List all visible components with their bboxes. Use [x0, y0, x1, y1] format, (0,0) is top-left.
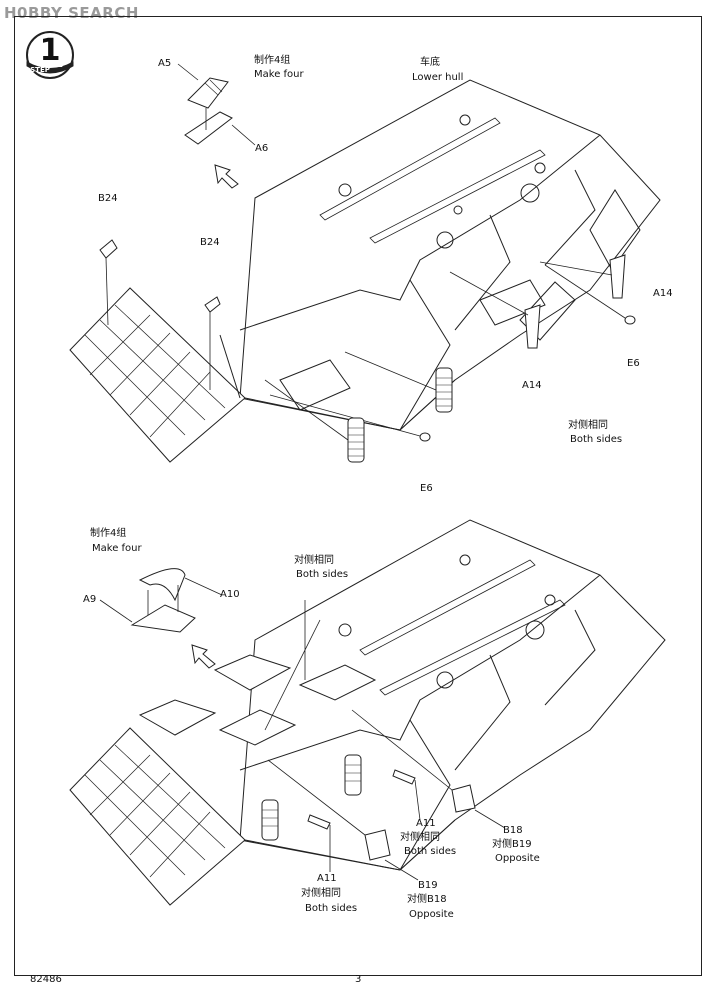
- watermark-logo: H0BBY SEARCH: [4, 4, 139, 22]
- label-a11-right: A11: [416, 818, 436, 829]
- step-badge: 1 STEP: [26, 31, 74, 79]
- label-e6-right: E6: [627, 358, 640, 369]
- step-number: 1: [40, 33, 61, 68]
- label-lower-hull-en: Lower hull: [412, 72, 464, 83]
- label-both-sides-en-1: Both sides: [570, 434, 623, 445]
- label-both-sides-cn-1: 对侧相同: [568, 420, 608, 431]
- product-code: 82486: [30, 974, 62, 985]
- label-b19: B19: [418, 880, 438, 891]
- label-opposite-b19-cn: 对侧B19: [492, 839, 532, 850]
- parts-top: [99, 63, 636, 463]
- label-opposite-1: Opposite: [495, 853, 540, 864]
- label-a14-right: A14: [653, 288, 673, 299]
- label-both-sides-cn-4: 对侧相同: [301, 888, 341, 899]
- lower-hull-top: [69, 79, 661, 463]
- label-both-sides-en-4: Both sides: [305, 903, 358, 914]
- label-b24-left: B24: [98, 193, 118, 204]
- page-frame: [14, 16, 702, 976]
- label-e6-bottom: E6: [420, 483, 433, 494]
- label-opposite-2: Opposite: [409, 909, 454, 920]
- label-a6: A6: [255, 143, 269, 154]
- label-b24-mid: B24: [200, 237, 220, 248]
- label-make-four-cn-2: 制作4组: [90, 528, 127, 539]
- label-opposite-b18-cn: 对侧B18: [407, 894, 447, 905]
- label-both-sides-cn-2: 对侧相同: [294, 555, 334, 566]
- label-both-sides-en-2: Both sides: [296, 569, 349, 580]
- label-a11-left: A11: [317, 873, 337, 884]
- direction-arrow: [214, 164, 239, 189]
- label-both-sides-cn-3: 对侧相同: [400, 832, 440, 843]
- direction-arrow: [191, 644, 216, 669]
- label-make-four-en-1: Make four: [254, 69, 304, 80]
- tank-icon: [52, 64, 64, 67]
- label-both-sides-en-3: Both sides: [404, 846, 457, 857]
- step-label: STEP: [30, 66, 50, 74]
- label-make-four-en-2: Make four: [92, 543, 142, 554]
- label-a14-mid: A14: [522, 380, 542, 391]
- label-lower-hull-cn: 车底: [420, 57, 440, 68]
- label-a5: A5: [158, 58, 172, 69]
- label-a10: A10: [220, 589, 240, 600]
- parts-bottom: [99, 568, 506, 881]
- label-a9: A9: [83, 594, 97, 605]
- page-number: 3: [355, 974, 362, 985]
- label-make-four-cn-1: 制作4组: [254, 55, 291, 66]
- label-b18: B18: [503, 825, 523, 836]
- lower-hull-bottom: [69, 519, 666, 906]
